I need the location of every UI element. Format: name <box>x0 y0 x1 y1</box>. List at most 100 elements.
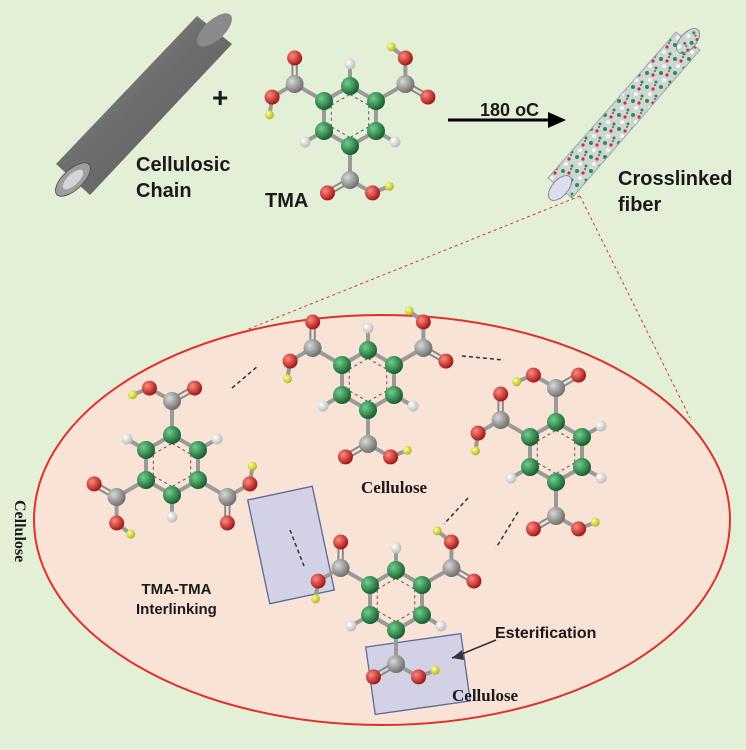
oxygen-atom <box>282 353 298 369</box>
tma-molecule-bottom <box>310 526 482 685</box>
hydrogen-atom <box>344 58 356 70</box>
aromatic-bond <box>367 357 387 370</box>
ring-carbon-atom <box>572 428 591 446</box>
temperature-label: 180 oC <box>480 100 539 121</box>
ring-carbon-atom <box>387 621 405 639</box>
acid-hydrogen-atom <box>404 306 414 316</box>
aromatic-bond <box>537 462 557 475</box>
aromatic-bond <box>153 475 173 488</box>
cellulose-label-left: Cellulose <box>11 500 28 563</box>
aromatic-bond <box>537 429 557 442</box>
interlinking-label: TMA-TMA Interlinking <box>136 580 217 620</box>
reaction-arrow-icon <box>448 112 566 128</box>
ring-carbon-atom <box>315 92 334 110</box>
oxygen-atom <box>493 386 509 402</box>
oxygen-atom <box>242 476 258 492</box>
ring-carbon-atom <box>521 428 540 446</box>
hydrogen-atom <box>595 472 607 484</box>
acid-hydrogen-atom <box>384 181 394 191</box>
aromatic-bond <box>367 390 387 403</box>
aromatic-bond <box>555 462 575 475</box>
oxygen-atom <box>287 50 303 66</box>
ring-carbon-atom <box>188 441 207 459</box>
hydrogen-atom <box>345 620 357 632</box>
oxygen-atom <box>365 669 381 685</box>
oxygen-atom <box>420 89 436 105</box>
temperature-unit: oC <box>515 100 540 120</box>
acid-hydrogen-atom <box>512 377 522 387</box>
hydrogen-atom <box>407 400 419 412</box>
carboxyl-carbon-atom <box>547 507 565 525</box>
ring-carbon-atom <box>359 401 377 419</box>
interlinking-label-line1: TMA-TMA <box>141 581 212 598</box>
interlinking-label-line2: Interlinking <box>136 601 217 618</box>
oxygen-atom <box>264 89 280 105</box>
acid-hydrogen-atom <box>590 517 600 527</box>
temperature-value: 180 <box>480 100 511 120</box>
hydrogen-atom <box>389 136 401 148</box>
tma-molecule-left <box>86 380 258 539</box>
carboxyl-carbon-atom <box>341 171 359 189</box>
aromatic-bond <box>171 475 191 488</box>
cellulose-label-bottom: Cellulose <box>452 686 519 705</box>
oxygen-atom <box>525 521 541 537</box>
ring-carbon-atom <box>547 473 565 491</box>
hydrogen-atom <box>390 542 402 554</box>
hydrogen-atom <box>595 420 607 432</box>
acid-hydrogen-atom <box>265 110 275 120</box>
ring-carbon-atom <box>341 77 359 95</box>
acid-hydrogen-atom <box>430 665 440 675</box>
carboxyl-carbon-atom <box>163 392 181 410</box>
tma-molecule-top <box>264 42 436 201</box>
ring-carbon-atom <box>137 441 156 459</box>
carboxyl-carbon-atom <box>218 488 237 506</box>
oxygen-atom <box>310 573 326 589</box>
hydrogen-atom <box>505 472 517 484</box>
carboxyl-carbon-atom <box>387 655 405 673</box>
oxygen-atom <box>141 380 157 396</box>
aromatic-bond <box>555 429 575 442</box>
carboxyl-carbon-atom <box>414 339 433 357</box>
acid-hydrogen-atom <box>432 526 442 536</box>
acid-hydrogen-atom <box>402 445 412 455</box>
carboxyl-carbon-atom <box>285 75 304 93</box>
acid-hydrogen-atom <box>128 390 138 400</box>
esterification-pointer-icon <box>451 639 497 660</box>
aromatic-bond <box>153 442 173 455</box>
ring-carbon-atom <box>333 356 352 374</box>
hydrogen-atom <box>121 433 133 445</box>
cellulose-label-middle: Cellulose <box>361 478 428 497</box>
aromatic-bond <box>331 126 351 139</box>
crosslinked-fiber-icon <box>547 28 701 201</box>
ring-carbon-atom <box>366 122 385 140</box>
tma-molecules <box>86 42 607 685</box>
cellulosic-chain-label: Cellulosic Chain <box>136 152 230 204</box>
aromatic-bond <box>349 357 369 370</box>
hydrogen-bond-lines <box>231 355 519 567</box>
oxygen-atom <box>337 449 353 465</box>
carboxyl-carbon-atom <box>359 435 377 453</box>
acid-hydrogen-atom <box>247 461 257 471</box>
oxygen-atom <box>109 515 125 531</box>
ring-carbon-atom <box>384 386 403 404</box>
oxygen-atom <box>571 367 587 383</box>
acid-hydrogen-atom <box>386 42 396 52</box>
ring-carbon-atom <box>412 576 431 594</box>
aromatic-bond <box>349 390 369 403</box>
oxygen-atom <box>219 515 235 531</box>
esterification-label: Esterification <box>495 625 597 642</box>
ring-carbon-atom <box>384 356 403 374</box>
oxygen-atom <box>415 314 431 330</box>
hydrogen-atom <box>435 620 447 632</box>
carboxyl-carbon-atom <box>107 488 126 506</box>
acid-hydrogen-atom <box>283 374 293 384</box>
aromatic-bond <box>395 610 415 623</box>
oxygen-atom <box>443 534 459 550</box>
tma-molecule-center <box>282 306 454 465</box>
oxygen-atom <box>333 534 349 550</box>
ring-carbon-atom <box>188 471 207 489</box>
oxygen-atom <box>319 185 335 201</box>
carboxyl-carbon-atom <box>331 559 350 577</box>
ring-carbon-atom <box>359 341 377 359</box>
